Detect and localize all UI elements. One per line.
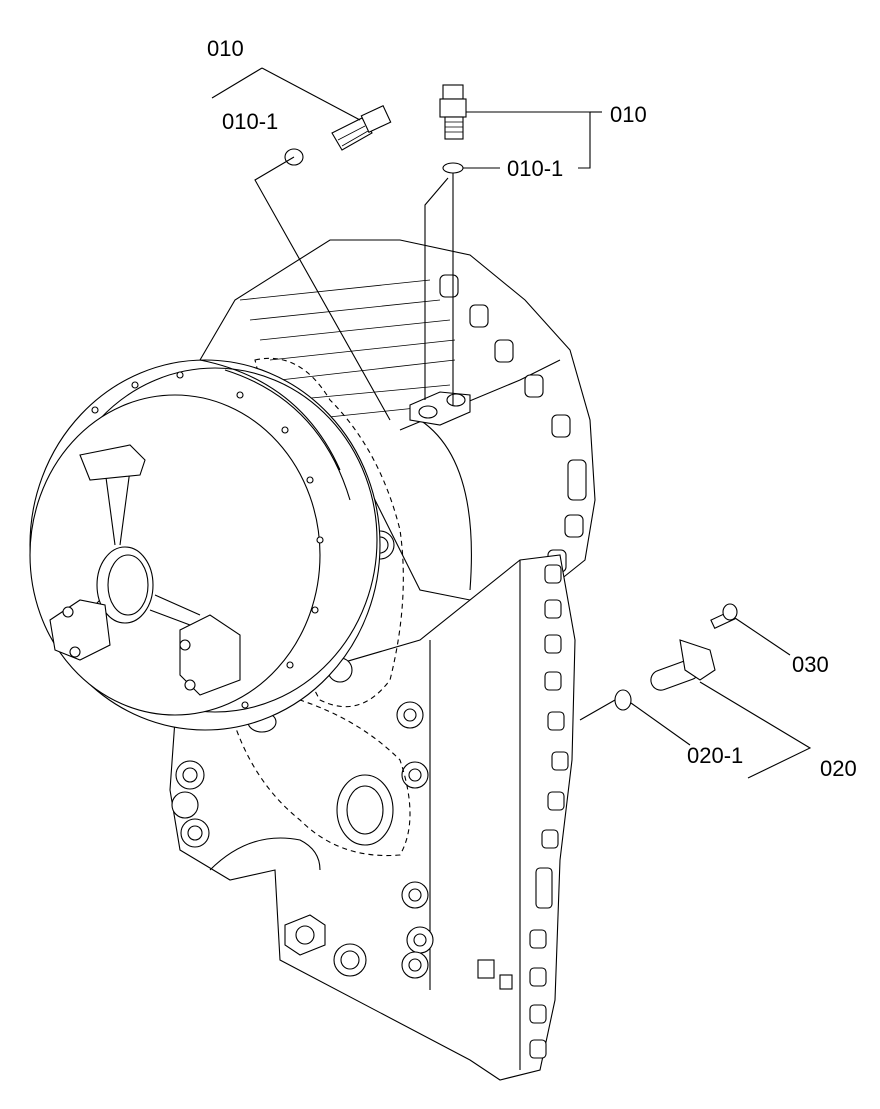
leader-lines [211, 67, 812, 779]
callout-020: 020 [820, 756, 857, 781]
sensor-010-right [439, 84, 467, 174]
callout-010-top: 010 [207, 36, 244, 61]
callout-030: 030 [792, 652, 829, 677]
callout-010-1-right: 010-1 [507, 156, 563, 181]
bolt-030 [710, 603, 738, 630]
callout-020-1: 020-1 [687, 743, 743, 768]
sensor-020 [614, 639, 716, 711]
callout-010-right: 010 [610, 102, 647, 127]
sensor-010-left [284, 105, 392, 166]
callout-010-1-top: 010-1 [222, 109, 278, 134]
converter-housing [29, 359, 381, 731]
